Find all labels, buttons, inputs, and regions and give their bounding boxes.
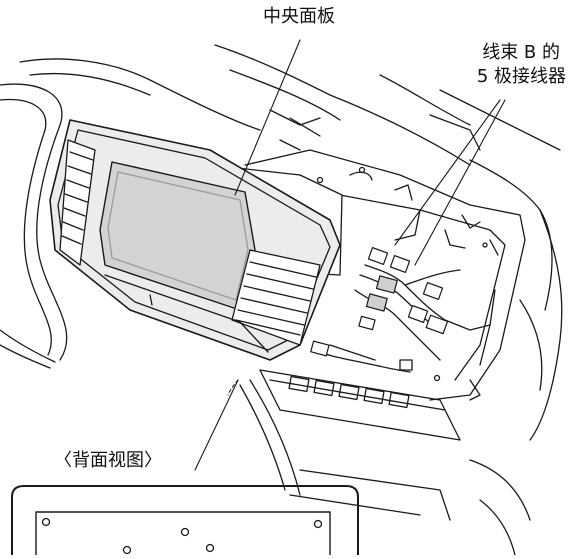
harness-connectors	[310, 247, 449, 357]
center-panel-unit	[49, 119, 343, 361]
leader-center-panel	[234, 39, 301, 196]
connector-4	[365, 293, 388, 312]
label-harness-b-line1: 线束 B 的	[482, 42, 560, 63]
leader-harness-b-1	[394, 99, 501, 246]
dashboard-contours	[19, 44, 563, 556]
label-harness-b-line2: 5 极接线器	[476, 66, 566, 87]
rear-view-inset	[11, 485, 359, 556]
rear-hole-4	[122, 545, 132, 555]
label-rear-view: 〈背面视图〉	[54, 450, 162, 471]
rear-hole-5	[205, 543, 215, 553]
connector-2	[389, 255, 411, 273]
right-air-vent	[231, 249, 321, 346]
rear-hole-2	[180, 527, 190, 537]
climate-panel	[239, 369, 461, 521]
rear-view-plate	[35, 511, 331, 556]
rear-view-frame	[11, 485, 359, 556]
leader-rear-view	[194, 379, 239, 471]
connector-7	[425, 314, 449, 335]
leader-lines	[194, 39, 506, 471]
label-center-panel: 中央面板	[263, 6, 335, 27]
steering-wheel	[0, 83, 68, 369]
connector-9	[310, 340, 330, 357]
connector-8	[358, 315, 376, 331]
leader-harness-b-2	[414, 99, 506, 266]
connector-3	[375, 275, 398, 294]
connector-6	[407, 305, 429, 323]
rear-hole-1	[41, 517, 51, 527]
left-air-vent	[59, 139, 96, 266]
connector-1	[367, 247, 389, 265]
rear-hole-3	[313, 519, 323, 529]
connector-5	[422, 282, 444, 300]
wire-harness	[314, 264, 496, 373]
